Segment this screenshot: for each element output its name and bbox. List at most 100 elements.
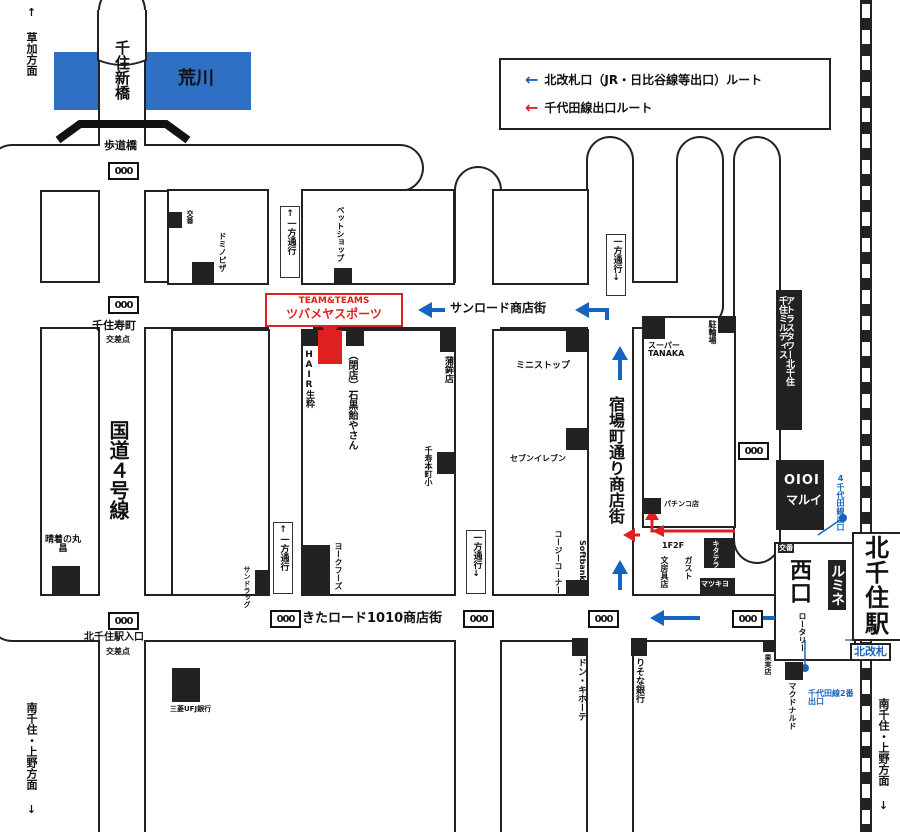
down-arrow-icon: ↓ [472,569,480,579]
pachinko-box [643,498,661,514]
marui-box [776,460,824,530]
footbridge-label: 歩道橋 [104,139,137,152]
ooo-kotobuki: 000 [108,296,139,314]
ooo-kitaroad-2: 000 [463,610,494,628]
mcd-box [785,662,803,680]
legend-blue-arrow-icon: ← [525,70,539,89]
kotobuki-intersection: 交差点 [106,335,130,344]
ministop-label: ミニストップ [516,361,571,371]
gusto-label: ガスト [684,556,693,580]
tanaka-box [643,317,665,339]
entrance-label: 北千住駅入口 [84,632,144,643]
shop-name-en: TEAM&TEAMS [298,296,370,306]
legend-red-arrow-icon: ← [525,98,539,117]
north-direction: ↑ 草加方面 [25,6,38,76]
kouban2-label: 交番 [778,544,794,554]
seven-box [566,428,588,450]
legend: ← 北改札口（JR・日比谷線等出口）ルート ← 千代田線出口ルート [499,58,831,130]
exit2-label: 千代田線2番出口 [808,689,854,707]
bunbo-label: 文房具店 [660,556,669,588]
oneway-text: 一方通行 [471,533,482,569]
matsukiyo-box [700,578,735,594]
south-direction-right: 南千住・上野方面 ↓ [877,698,890,812]
yorkfoods-box [302,545,330,595]
rotary-label: ロータリー [798,612,807,652]
river-name: 荒川 [178,68,214,89]
parking-box [718,317,735,333]
matsukiyo-label: マツキヨ [701,580,729,588]
hair-box [302,330,318,346]
domino-label: ドミノピザ [218,232,227,272]
ooo-kitaroad-3: 000 [588,610,619,628]
route4-label: 国道４号線 [106,420,130,520]
kitaterrace-box [704,538,735,568]
marui-label: マルイ [786,493,823,507]
mcd-label: マクドナルド [788,682,797,730]
school-box [437,452,455,474]
fruit-box [763,640,775,652]
oneway-sign-4: 一方通行↓ [466,530,486,594]
parking-label: 駐輪場 [708,320,717,344]
sunroad-label: サンロード商店街 [450,301,547,315]
mufg-label: 三菱UFJ銀行 [170,705,212,713]
ministop-box [566,330,588,352]
exit4-label: 4千代田線出口 [836,474,845,531]
red-route [623,508,735,542]
ooo-footbridge: 000 [108,162,139,180]
oneway-text: 一方通行 [611,237,622,273]
blue-route [418,302,775,626]
oneway-sign-2: 一方通行↓ [606,234,626,296]
bridge-deck [55,10,191,144]
cozy-label: コージーコーナー [554,530,563,594]
kitaroad-label: きたロード1010商店街 [302,611,443,626]
sundrug-box [255,570,269,595]
domino-box [192,262,214,284]
oneway-text: 一方通行 [285,219,296,255]
ooo-station: 000 [732,610,763,628]
pachinko-label: パチンコ店 [664,500,699,508]
seven-label: セブンイレブン [510,454,566,463]
ooo-entrance: 000 [108,612,139,630]
atras-label: アトラスタワー北千住 [784,296,794,386]
ff-label: 1F2F [662,541,685,550]
donki-box [572,638,588,656]
koban-label: 交番 [186,210,194,224]
kamaboko-label: 蒲鉾店 [443,356,453,383]
mufg-box [172,668,200,702]
sundrug-label: サンドラッグ [243,566,251,608]
school-label: 千寿本町小 [424,446,433,486]
lumine-label: ルミネ [828,560,846,610]
koban-box [168,212,182,228]
mildis-label: 千住ミルディス [777,296,787,359]
bridge-name: 千住新橋 [113,40,131,100]
kamaboko-box [440,330,455,352]
legend-blue-text: 北改札口（JR・日比谷線等出口）ルート [544,73,763,87]
kotobuki-label: 千住寿町 [92,319,136,332]
station-name: 北千住駅 [852,532,900,641]
ooo-kitaroad-1: 000 [270,610,301,628]
tanaka-label: スーパーTANAKA [648,341,685,359]
resona-label: りそな銀行 [634,658,644,703]
ishiguro-label: （閉店）石黒飴やさん [346,350,357,450]
river [54,52,251,110]
petshop-label: ペットショップ [336,206,345,262]
marui-logo: OIOI [784,473,820,488]
ishiguro-box [346,330,364,346]
entrance-intersection: 交差点 [106,647,130,656]
city-blocks [167,189,736,596]
fruit-label: 果実店 [764,654,772,675]
donki-label: ドン・キホーテ [576,658,586,721]
haregi-label: 晴着の丸昌 [44,535,81,555]
petshop-box [334,268,352,284]
shop-name-jp: ツバメヤスポーツ [286,307,382,321]
haregi-box [52,566,80,596]
shop-box [318,330,342,364]
down-arrow-icon: ↓ [612,273,620,283]
atras-box [776,290,802,430]
yorkfoods-label: ヨークフーズ [334,542,343,590]
oneway-text: 一方通行 [278,535,289,571]
oneway-sign-1: ↑一方通行 [280,206,300,278]
shop-callout[interactable]: TEAM&TEAMS ツバメヤスポーツ [265,293,403,327]
legend-red-text: 千代田線出口ルート [544,101,653,115]
